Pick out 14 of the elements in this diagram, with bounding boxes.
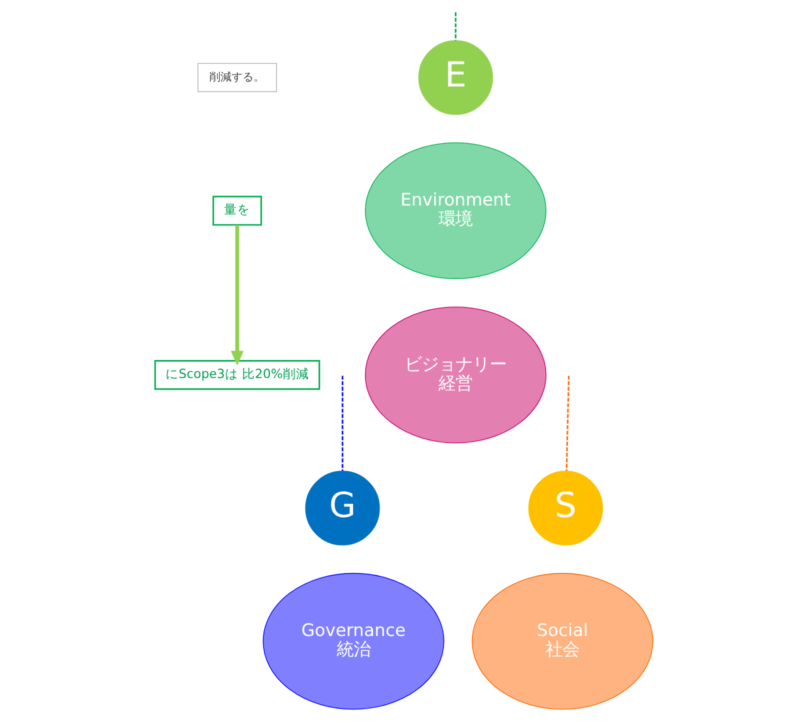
node-ellipse: ビジョナリー 経営 <box>364 306 546 444</box>
connector <box>341 376 343 471</box>
node-ellipse: Environment 環境 <box>364 142 546 280</box>
node-ellipse: Governance 統治 <box>262 572 444 710</box>
node-box: にScope3は 比20%削減 <box>154 360 320 390</box>
node-ellipse: Social 社会 <box>471 572 653 710</box>
node-box: 量を <box>212 196 262 226</box>
node-circle: E <box>418 40 492 115</box>
node-circle: G <box>304 470 380 546</box>
node-box: 削減する。 <box>197 63 276 92</box>
node-circle: S <box>528 470 602 546</box>
arrow <box>230 225 244 366</box>
connector <box>565 376 570 471</box>
connector <box>454 12 456 40</box>
